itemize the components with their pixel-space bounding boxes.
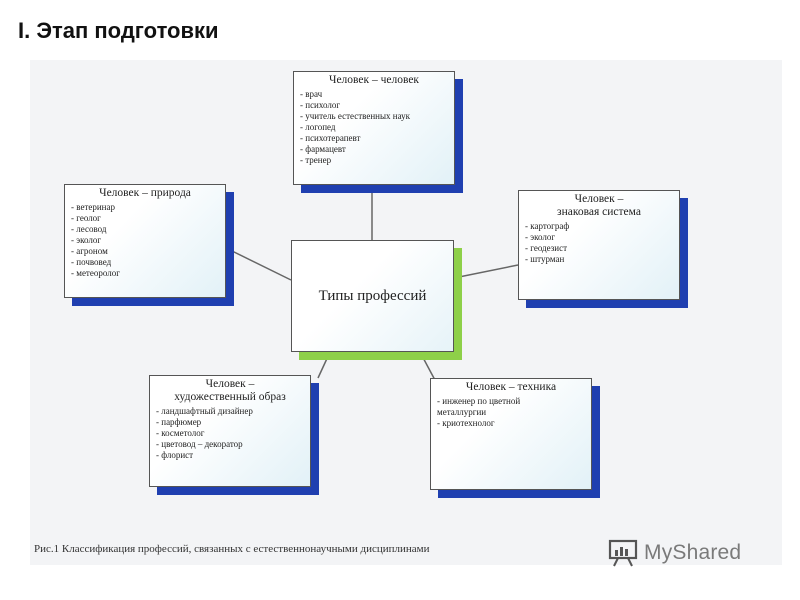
list-item: - геолог [71,213,101,223]
profession-list: - инженер по цветной металлургии - криот… [437,396,585,429]
list-item: - штурман [525,254,565,264]
list-item: - врач [300,89,323,99]
list-item: - лесовод [71,224,107,234]
list-item: - геодезист [525,243,568,253]
list-item: - ландшафтный дизайнер [156,406,253,416]
figure-caption: Рис.1 Классификация профессий, связанных… [34,543,430,555]
list-item: - эколог [525,232,556,242]
box-person-sign-system: Человек – знаковая система - картограф -… [518,190,680,300]
list-item: - агроном [71,246,108,256]
link-right [453,264,519,279]
link-left [229,249,292,281]
profession-list: - картограф - эколог - геодезист - штурм… [525,221,673,265]
list-item: - цветовод – декоратор [156,439,243,449]
box-person-nature: Человек – природа - ветеринар - геолог -… [64,184,226,298]
center-label: Типы профессий [318,287,427,304]
list-item: - логопед [300,122,336,132]
list-item: - психотерапевт [300,133,361,143]
list-item: - парфюмер [156,417,202,427]
box-title: Человек – художественный образ [174,378,286,403]
profession-list: - ландшафтный дизайнер - парфюмер - косм… [156,406,304,461]
list-item: - учитель естественных наук [300,111,411,121]
link-bottom-right [419,351,437,383]
list-item: - ветеринар [71,202,115,212]
list-item: - эколог [71,235,102,245]
box-person-technology: Человек – техника - инженер по цветной м… [430,378,592,490]
slide-title: I. Этап подготовки [18,18,219,43]
list-item: - косметолог [156,428,205,438]
list-item: - метеоролог [71,268,120,278]
list-item: - инженер по цветной [437,396,521,406]
list-item: - флорист [156,450,194,460]
watermark-logo: MyShared [608,538,741,568]
list-item: - фармацевт [300,144,346,154]
list-item: - криотехнолог [437,418,495,428]
box-title: Человек – знаковая система [557,193,641,218]
list-item: - психолог [300,100,341,110]
link-bottom-left [317,351,331,379]
watermark-text: MyShared [644,541,742,564]
list-item: - почвовед [71,257,112,267]
box-title: Человек – человек [328,74,420,86]
list-item: металлургии [437,407,487,417]
list-item: - тренер [300,155,332,165]
presentation-board-icon [608,539,638,567]
list-item: - картограф [525,221,570,231]
box-person-person: Человек – человек - врач - психолог - уч… [293,71,455,185]
profession-list: - врач - психолог - учитель естественных… [300,89,448,166]
box-title: Человек – природа [99,187,191,199]
box-title: Человек – техника [465,381,557,393]
center-node: Типы профессий [291,240,454,352]
profession-list: - ветеринар - геолог - лесовод - эколог … [71,202,219,279]
box-person-art: Человек – художественный образ - ландшаф… [149,375,311,487]
